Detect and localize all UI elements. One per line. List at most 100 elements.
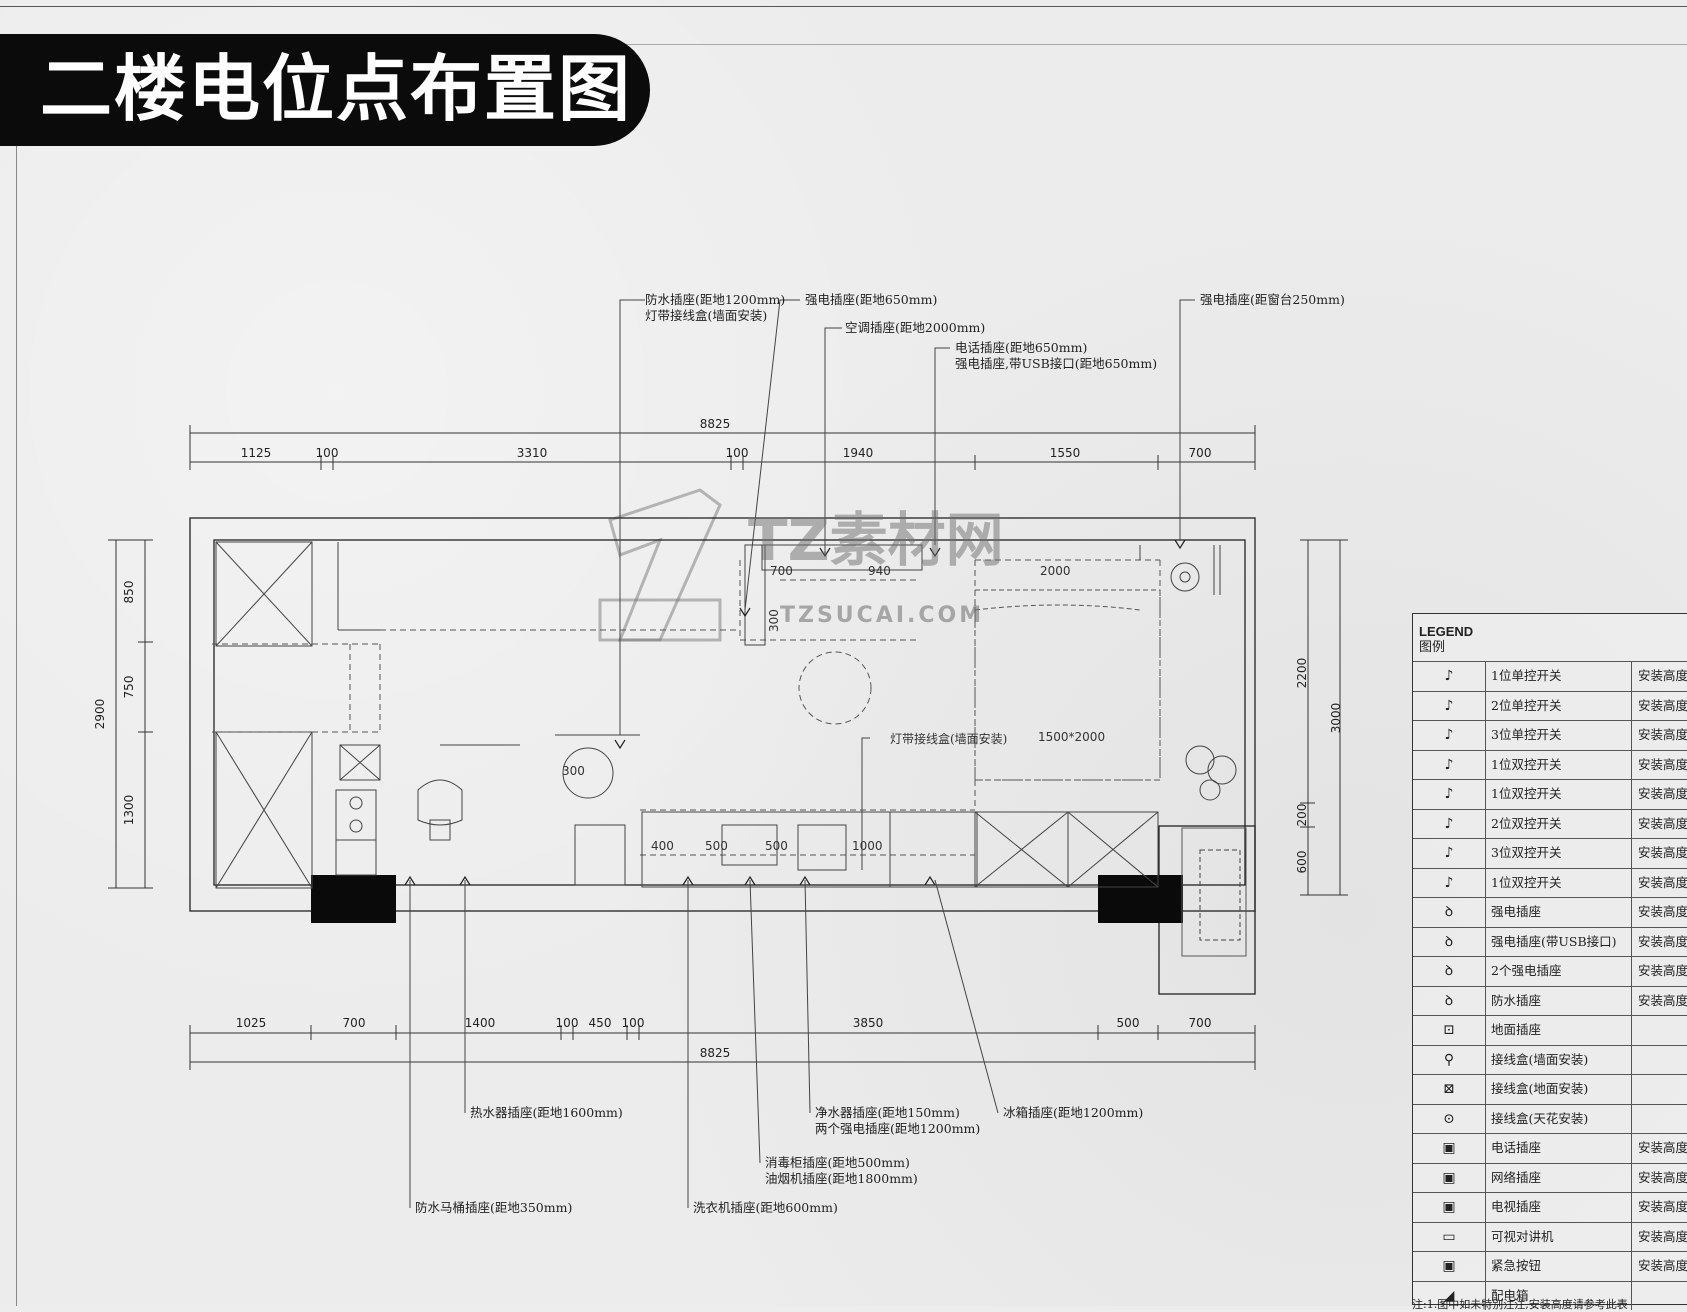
legend-row-note (1631, 1104, 1687, 1133)
legend-table: LEGEND 图例 ♪1位单控开关安装高度♪2位单控开关安装高度♪3位单控开关安… (1412, 613, 1687, 1310)
dim-bottom-8: 500 (1117, 1016, 1140, 1030)
dim-right-total: 3000 (1329, 703, 1343, 734)
legend-row-label: 1位双控开关 (1491, 756, 1562, 772)
column-right (1098, 875, 1183, 923)
dim-top-total: 8825 (700, 417, 731, 431)
dim-right-2: 200 (1295, 804, 1309, 827)
legend-row: ◢ 配电箱 (1413, 1280, 1687, 1310)
bathroom (335, 734, 640, 886)
interior-dim-300b: 300 (562, 764, 585, 778)
stair-void (215, 541, 380, 889)
dim-top-6: 1550 (1050, 446, 1081, 460)
dim-top-3: 3310 (517, 446, 548, 460)
legend-row: ♪3位双控开关安装高度 (1413, 838, 1687, 868)
legend-row-label: 可视对讲机 (1491, 1228, 1554, 1244)
legend-row: ꝺ 防水插座 安装高度 (1413, 985, 1687, 1015)
legend-row-note: 安装高度 (1631, 1252, 1687, 1281)
legend-row-label: 电话插座 (1491, 1140, 1542, 1155)
legend-row: ⚲接线盒(墙面安装) (1413, 1044, 1687, 1074)
dim-top-4: 100 (726, 446, 749, 460)
dim-bottom-9: 700 (1189, 1016, 1212, 1030)
network-socket-icon: ▣ (1413, 1163, 1486, 1192)
callout-sterilizer: 消毒柜插座(距地500mm) (765, 1155, 910, 1170)
dim-bottom-3: 1400 (465, 1016, 496, 1030)
two-gang-switch-icon: ♪ (1413, 691, 1486, 720)
legend-row-note: 安装高度 (1631, 721, 1687, 750)
sheet-border (16, 44, 1687, 1306)
dim-top-7: 700 (1189, 446, 1212, 460)
waterproof-socket-icon: ꝺ (1413, 986, 1486, 1015)
lamp-box-label: 灯带接线盒(墙面安装) (890, 731, 1007, 746)
legend-row-label: 强电插座 (1491, 904, 1542, 919)
floor-socket-icon: ⊡ (1413, 1016, 1486, 1045)
legend-row-label: 接线盒(地面安装) (1491, 1081, 1589, 1096)
watermark-logo-text: TZ素材网 (748, 506, 1004, 574)
legend-row: ♪ 3位单控开关 安装高度 (1413, 720, 1687, 750)
watermark-sub: TZSUCAI.COM (780, 603, 981, 628)
legend-row-note: 安装高度 (1631, 750, 1687, 779)
column-left (311, 875, 396, 923)
ceiling-junction-box-icon: ⊙ (1413, 1104, 1486, 1133)
legend-row: ♪2位单控开关安装高度 (1413, 690, 1687, 720)
sheet-border-top (0, 6, 1687, 7)
dim-bottom-1: 1025 (236, 1016, 267, 1030)
legend-row-note: 安装高度 (1631, 809, 1687, 838)
legend-row-note: 安装高度 (1631, 1134, 1687, 1163)
legend-row-note (1631, 1075, 1687, 1104)
usb-socket-icon: ꝺ (1413, 927, 1486, 956)
interior-dim-2000: 2000 (1040, 564, 1071, 578)
callout-waterproof-socket: 防水插座(距地1200mm) (645, 292, 785, 307)
legend-row-label: 接线盒(天花安装) (1491, 1110, 1589, 1126)
legend-row-note (1631, 1281, 1687, 1310)
legend-row: ⊡地面插座 (1413, 1015, 1687, 1045)
interior-dim-940: 940 (868, 564, 891, 578)
legend-row-label: 网络插座 (1491, 1169, 1542, 1185)
callout-toilet: 防水马桶插座(距地350mm) (415, 1200, 572, 1215)
distribution-box-icon: ◢ (1413, 1281, 1486, 1310)
interior-dim-400: 400 (651, 839, 674, 853)
video-intercom-icon: ▭ (1413, 1222, 1486, 1251)
legend-row: ♪1位双控开关安装高度 (1413, 749, 1687, 779)
legend-row-label: 2个强电插座 (1491, 963, 1562, 978)
interior-dim-500a: 500 (705, 839, 728, 853)
outer-walls (189, 517, 1256, 995)
callout-window-socket: 强电插座(距窗台250mm) (1200, 292, 1345, 307)
dim-top-1: 1125 (241, 446, 272, 460)
legend-row: ▣电视插座安装高度 (1413, 1192, 1687, 1222)
legend-row-label: 紧急按钮 (1491, 1258, 1542, 1273)
dim-bottom-total: 8825 (700, 1046, 731, 1060)
legend-row-label: 配电箱 (1491, 1287, 1529, 1303)
legend-row-label: 防水插座 (1491, 992, 1542, 1008)
legend-row-label: 3位单控开关 (1491, 727, 1562, 742)
legend-row-note (1631, 1045, 1687, 1074)
legend-row-note: 安装高度 (1631, 898, 1687, 927)
legend-row: ⊠接线盒(地面安装) (1413, 1074, 1687, 1104)
callout-ac-socket: 空调插座(距地2000mm) (845, 320, 985, 335)
dim-right-3: 600 (1295, 851, 1309, 874)
dim-top-2: 100 (316, 446, 339, 460)
legend-row: ▣网络插座安装高度 (1413, 1162, 1687, 1192)
three-gang-switch-icon: ♪ (1413, 721, 1486, 750)
legend-row-label: 1位双控开关 (1491, 786, 1562, 801)
kitchen (641, 811, 978, 888)
round-table (798, 651, 872, 725)
double-switch-icon: ♪ (1413, 809, 1486, 838)
legend-row-note: 安装高度 (1631, 780, 1687, 809)
page-title: 二楼电位点布置图 (40, 47, 633, 131)
legend-row-note: 安装高度 (1631, 986, 1687, 1015)
emergency-button-icon: ▣ (1413, 1252, 1486, 1281)
watermark-logo-icon (598, 488, 722, 642)
callout-leaders (409, 299, 1195, 1208)
legend-row-label: 1位双控开关 (1491, 874, 1562, 890)
double-switch-icon: ♪ (1413, 839, 1486, 868)
legend-row-note: 安装高度 (1631, 662, 1687, 691)
callout-washer: 洗衣机插座(距地600mm) (693, 1200, 838, 1215)
dimension-ticks (108, 425, 1348, 1070)
callout-fridge: 冰箱插座(距地1200mm) (1003, 1105, 1143, 1120)
double-switch-icon: ♪ (1413, 780, 1486, 809)
dim-left-1: 850 (122, 581, 136, 604)
phone-socket-icon: ▣ (1413, 1134, 1486, 1163)
dimension-lines (115, 432, 1341, 1063)
